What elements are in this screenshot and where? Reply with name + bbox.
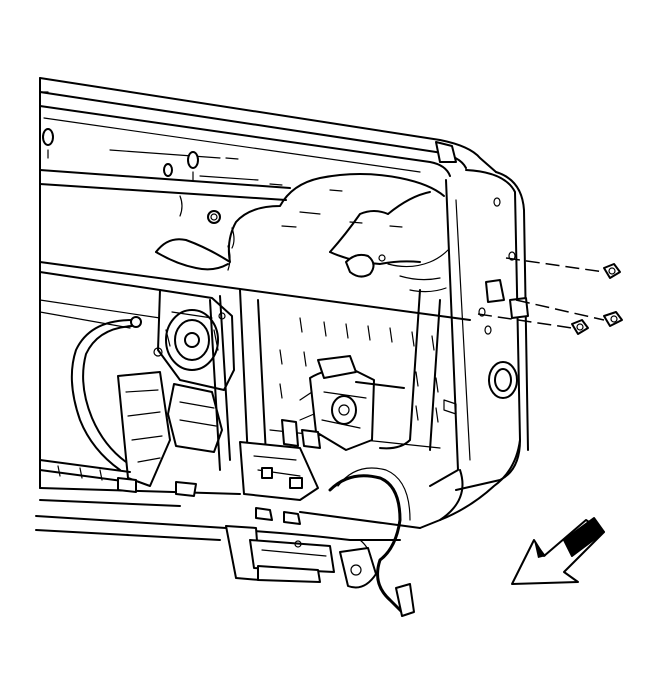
water-deflector-sheet — [155, 173, 449, 293]
panel-clips — [42, 128, 199, 181]
lower-bracket-assembly — [239, 419, 321, 525]
panel-ribs — [279, 317, 439, 423]
screw-icon — [603, 311, 623, 327]
mounting-screws — [477, 257, 623, 335]
grommet — [488, 361, 518, 399]
panel-slots — [225, 157, 403, 228]
lower-module — [225, 525, 377, 589]
door-trim-panel — [35, 77, 529, 541]
arrow-down-left-icon — [511, 517, 605, 585]
bottom-rail — [39, 459, 197, 497]
door-lock-actuator — [299, 355, 405, 451]
screw-icon — [571, 319, 589, 335]
wiring-harness — [328, 467, 415, 617]
screw-icon — [603, 263, 621, 279]
window-regulator-motor — [117, 289, 235, 487]
regulator-cable — [70, 316, 142, 471]
